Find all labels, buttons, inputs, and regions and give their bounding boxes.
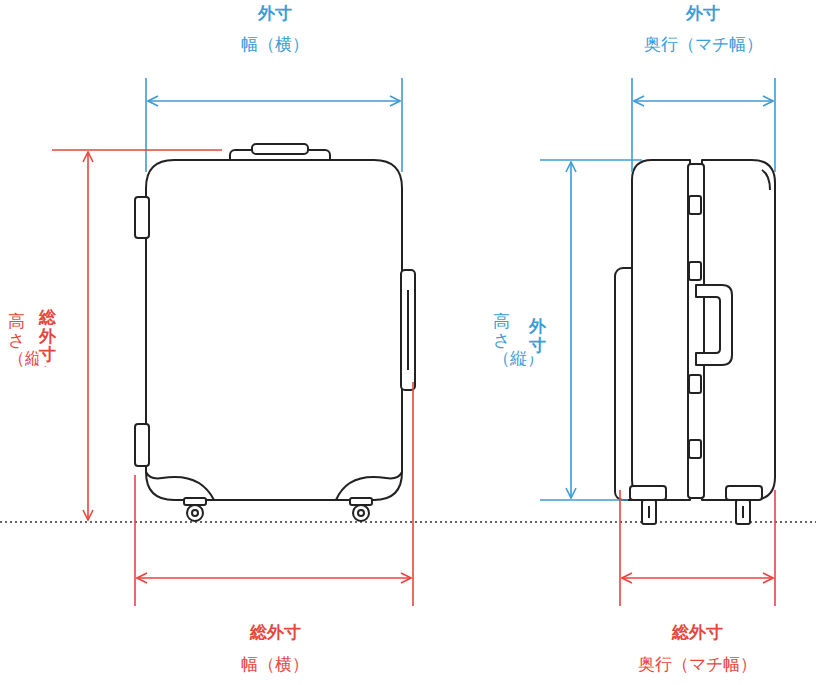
back-shell	[702, 160, 775, 500]
dimension-arrow	[622, 577, 773, 579]
wheel-axle	[742, 506, 744, 518]
caster	[350, 498, 372, 505]
wheel	[736, 500, 750, 524]
extension-line	[540, 159, 642, 161]
wheel-guard	[336, 472, 402, 500]
dimension-heading: 総外寸	[39, 306, 56, 366]
dimension-name: 高さ（縦）	[8, 310, 25, 370]
extension-line	[619, 490, 621, 606]
dimension-heading: 外寸	[684, 3, 722, 23]
side-tab	[135, 424, 149, 466]
top-handle-grip	[252, 144, 308, 154]
side-handle	[696, 285, 732, 365]
wheel	[353, 505, 369, 521]
shell-highlight	[762, 170, 770, 190]
wheel	[187, 505, 203, 521]
dimension-heading: 外寸	[256, 3, 294, 23]
wheel-guard	[146, 472, 214, 500]
wheel	[642, 500, 656, 524]
caster	[726, 486, 762, 500]
dimension-arrow	[570, 162, 572, 498]
dimension-arrow	[137, 577, 411, 579]
extension-line	[145, 78, 147, 172]
extension-line	[52, 149, 222, 151]
extension-line	[774, 490, 776, 606]
outer-dimension-lines	[146, 78, 775, 500]
dimension-name: 高さ（縦）	[493, 310, 510, 370]
overall-dimension-lines	[52, 150, 775, 606]
dimension-arrow	[634, 100, 773, 102]
dimension-name: 幅（横）	[239, 34, 311, 54]
suitcase-body	[146, 160, 402, 500]
extension-line	[134, 475, 136, 606]
dimension-name: 幅（横）	[239, 654, 311, 674]
wheel-axle	[648, 506, 650, 518]
frame-rail	[688, 164, 704, 498]
dimension-heading: 外寸	[529, 315, 546, 356]
side-suitcase	[615, 160, 775, 524]
latch	[689, 262, 701, 280]
caster	[630, 486, 666, 500]
latch	[689, 375, 701, 393]
caster	[184, 498, 206, 505]
extension-line	[401, 78, 403, 172]
dimension-heading: 総外寸	[248, 622, 303, 642]
side-tab	[135, 197, 149, 238]
dimension-name: 奥行（マチ幅）	[636, 654, 759, 674]
extension-line	[540, 499, 628, 501]
latch	[689, 440, 701, 458]
floor-line	[0, 521, 816, 523]
dimension-heading: 総外寸	[670, 622, 725, 642]
latch	[689, 196, 701, 214]
side-handle	[401, 270, 415, 390]
side-handle-line	[407, 290, 409, 370]
extension-line	[412, 382, 414, 606]
front-shell	[632, 160, 690, 500]
dimension-arrow	[87, 152, 89, 520]
dimension-arrow	[148, 100, 400, 102]
extension-line	[774, 78, 776, 172]
front-suitcase	[135, 144, 415, 521]
wheel-hub	[358, 510, 364, 516]
dimension-name: 奥行（マチ幅）	[642, 34, 765, 54]
wheel-hub	[192, 510, 198, 516]
extension-line	[631, 78, 633, 172]
